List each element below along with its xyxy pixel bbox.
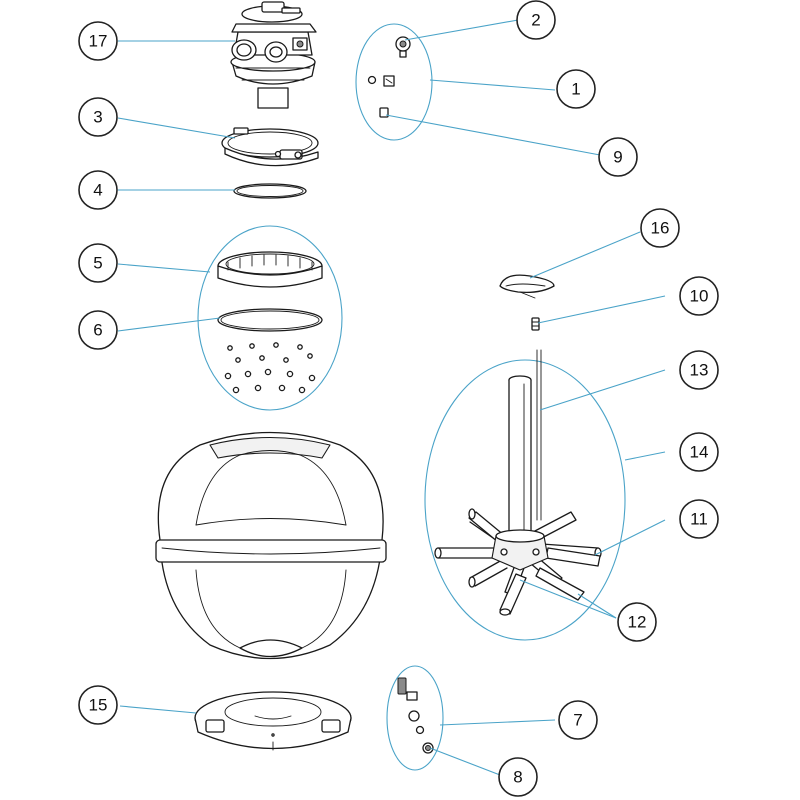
short-lateral-part [499, 547, 601, 616]
callout-4: 4 [78, 170, 118, 210]
callout-number: 1 [571, 80, 580, 99]
callout-5: 5 [78, 243, 118, 283]
callout-number: 2 [531, 11, 540, 30]
callout-circle [78, 21, 118, 61]
callout-2: 2 [516, 0, 556, 40]
callout-number: 8 [513, 768, 522, 787]
callout-14: 14 [679, 432, 719, 472]
callout-10: 10 [679, 276, 719, 316]
callout-circle [556, 69, 596, 109]
callout-number: 5 [93, 254, 102, 273]
drain-cap-part [422, 742, 434, 754]
callout-number: 14 [690, 443, 709, 462]
cable-tie-part [499, 274, 555, 299]
callout-circle [617, 602, 657, 642]
callout-circle [679, 432, 719, 472]
callout-number: 13 [690, 361, 709, 380]
callout-1: 1 [556, 69, 596, 109]
filter-tank-body [155, 431, 387, 660]
tank-screws-part [224, 342, 316, 394]
callout-circle [78, 170, 118, 210]
air-tube-part [536, 349, 542, 521]
callout-circle [679, 276, 719, 316]
callout-number: 17 [89, 32, 108, 51]
callout-circle [78, 97, 118, 137]
central-pipe-part [508, 375, 532, 536]
callout-number: 16 [651, 219, 670, 238]
callout-circle [78, 243, 118, 283]
callout-7: 7 [558, 700, 598, 740]
air-release-part [531, 317, 540, 331]
callout-15: 15 [78, 685, 118, 725]
callout-circle [679, 350, 719, 390]
clamp-ring-part [221, 127, 319, 167]
callout-13: 13 [679, 350, 719, 390]
callout-circle [516, 0, 556, 40]
callout-number: 6 [93, 321, 102, 340]
o-ring-part [233, 183, 307, 199]
callout-number: 9 [613, 148, 622, 167]
tank-neck-ring-part [217, 251, 323, 288]
tank-neck-group [197, 225, 343, 411]
collector-assembly [424, 349, 626, 641]
callout-number: 10 [690, 287, 709, 306]
callout-circle [640, 208, 680, 248]
callout-number: 15 [89, 696, 108, 715]
gauge-part [395, 36, 411, 58]
callout-17: 17 [78, 21, 118, 61]
leader-lines [117, 19, 666, 776]
callout-circle [78, 310, 118, 350]
multiport-valve-part [230, 1, 317, 109]
callout-number: 12 [628, 613, 647, 632]
callout-number: 4 [93, 181, 102, 200]
callout-3: 3 [78, 97, 118, 137]
callout-11: 11 [679, 499, 719, 539]
drain-part [397, 677, 425, 735]
tank-base-part [194, 691, 352, 751]
callout-number: 11 [690, 510, 708, 529]
tank-neck-seal-part [217, 308, 323, 332]
callout-8: 8 [498, 757, 538, 797]
callout-9: 9 [598, 137, 638, 177]
callout-circle [558, 700, 598, 740]
callout-circle [598, 137, 638, 177]
valve-spares-kit [355, 23, 433, 141]
callout-number: 7 [573, 711, 582, 730]
drain-assembly [386, 665, 444, 771]
callout-16: 16 [640, 208, 680, 248]
callout-circle [78, 685, 118, 725]
callout-12: 12 [617, 602, 657, 642]
callout-circle [498, 757, 538, 797]
callout-number: 3 [93, 108, 102, 127]
callout-6: 6 [78, 310, 118, 350]
callout-circle [679, 499, 719, 539]
